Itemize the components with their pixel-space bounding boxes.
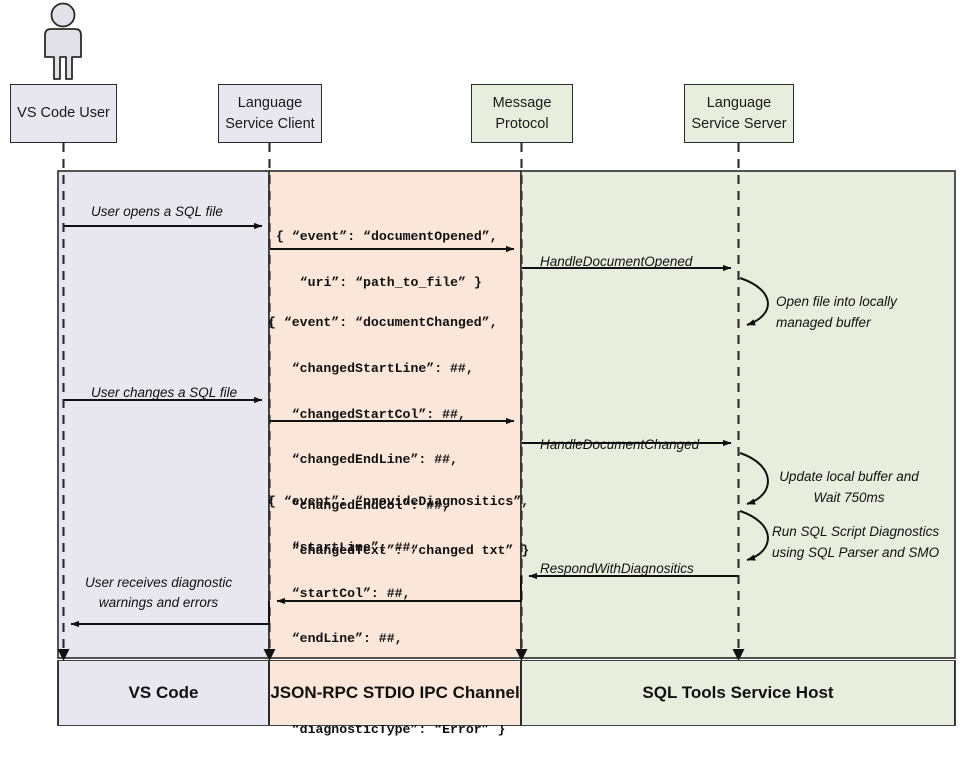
participant-label-line2: Service Server — [691, 115, 787, 132]
footer-label: SQL Tools Service Host — [642, 683, 834, 702]
arrow-diagnostics-to-client — [276, 576, 522, 605]
band-vs-code — [57, 170, 270, 659]
diagram-vector-layer — [44, 2, 956, 726]
participant-box-language-service-server[interactable]: Language Service Server — [684, 84, 794, 143]
message-label-user-receives-diagnostics: User receives diagnostic warnings and er… — [85, 575, 233, 611]
participant-box-language-service-client[interactable]: Language Service Client — [218, 84, 322, 143]
note-update-buffer-wait: Update local buffer and Wait 750ms — [779, 468, 919, 505]
note-open-file-into-buffer: Open file into locally managed buffer — [776, 293, 897, 330]
footer-cell-sql-tools[interactable]: SQL Tools Service Host — [521, 661, 955, 725]
message-label-handle-document-opened: HandleDocumentOpened — [540, 254, 693, 269]
note-run-sql-diagnostics: Run SQL Script Diagnostics using SQL Par… — [772, 523, 940, 560]
band-json-rpc — [268, 170, 522, 659]
lifeline-terminators — [57, 649, 745, 661]
message-arrows — [64, 222, 738, 628]
message-label-user-opens-sql-file: User opens a SQL file — [91, 204, 223, 219]
participant-label-line2: Protocol — [495, 115, 549, 132]
participant-box-vs-code-user[interactable]: VS Code User — [10, 84, 117, 143]
self-loop-run-diagnostics — [739, 510, 769, 561]
participant-label-line1: VS Code User — [17, 105, 110, 122]
json-payload-document-changed: { “event”: “documentChanged”, “changedSt… — [268, 315, 530, 559]
participant-label-line1: Language — [706, 95, 772, 111]
footer-label: JSON-RPC STDIO IPC Channel — [270, 683, 520, 702]
sequence-diagram-canvas: VS Code User Language Service Client Mes… — [10, 2, 956, 737]
footer-cell-json-rpc[interactable]: JSON-RPC STDIO IPC Channel — [269, 661, 521, 725]
self-loop-update-buffer — [739, 452, 769, 505]
json-payload-document-opened: { “event”: “documentOpened”, “uri”: “pat… — [276, 229, 498, 291]
message-label-respond-with-diagnostics: RespondWithDiagnositics — [540, 561, 694, 576]
participant-label-line1: Message — [492, 95, 552, 111]
footer-label: VS Code — [128, 683, 199, 702]
participant-label-line1: Language — [237, 95, 303, 111]
participant-label-line2: Service Client — [225, 115, 315, 132]
vs-code-user-actor-icon — [44, 2, 82, 80]
footer-cell-vs-code[interactable]: VS Code — [58, 661, 269, 725]
self-loops — [739, 277, 769, 561]
message-label-user-changes-sql-file: User changes a SQL file — [91, 385, 238, 400]
self-loop-open-file — [739, 277, 769, 326]
participant-box-message-protocol[interactable]: Message Protocol — [471, 84, 573, 143]
lifelines — [62, 143, 740, 655]
message-label-handle-document-changed: HandleDocumentChanged — [540, 437, 700, 452]
arrow-diagnostics-to-user — [70, 601, 270, 628]
